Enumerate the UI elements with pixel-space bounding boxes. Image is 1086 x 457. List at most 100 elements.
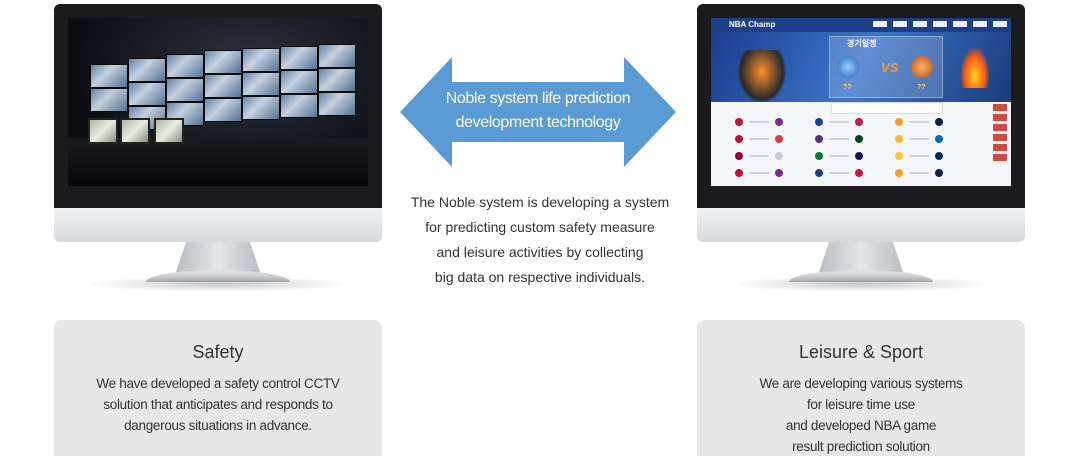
video-tile bbox=[90, 64, 128, 88]
team-logo bbox=[935, 152, 943, 160]
safety-card-line: dangerous situations in advance. bbox=[124, 418, 312, 433]
score-line bbox=[749, 172, 769, 174]
desk-monitor bbox=[154, 118, 184, 144]
desk-monitor bbox=[88, 118, 118, 144]
score-line bbox=[829, 155, 849, 157]
game-row bbox=[725, 167, 985, 180]
monitor-stand bbox=[176, 242, 260, 272]
side-menu-item bbox=[993, 134, 1007, 141]
game-list bbox=[725, 116, 985, 184]
score-line bbox=[829, 172, 849, 174]
monitor-bezel: NBA Champ 경기일정 V bbox=[697, 4, 1025, 208]
team-logo bbox=[735, 169, 743, 177]
score-line bbox=[749, 121, 769, 123]
team-logo bbox=[775, 169, 783, 177]
video-tile bbox=[204, 98, 242, 122]
team-logo bbox=[895, 169, 903, 177]
nba-site: NBA Champ 경기일정 V bbox=[711, 18, 1011, 186]
team-logo bbox=[855, 169, 863, 177]
description-line: for predicting custom safety measure bbox=[425, 219, 655, 235]
double-arrow-icon bbox=[400, 57, 676, 167]
monitor-bezel bbox=[54, 4, 382, 208]
nba-nav-item bbox=[873, 21, 887, 27]
video-tile bbox=[318, 44, 356, 68]
score-line bbox=[749, 138, 769, 140]
team-logo bbox=[935, 118, 943, 126]
team-logo bbox=[855, 135, 863, 143]
team-logo bbox=[815, 118, 823, 126]
side-menu-item bbox=[993, 144, 1007, 151]
video-tile bbox=[166, 78, 204, 102]
unknown-score: ?? bbox=[843, 84, 852, 91]
video-tile bbox=[318, 68, 356, 92]
basketball-player-graphic bbox=[737, 50, 787, 102]
date-selector bbox=[831, 102, 943, 114]
team-logo bbox=[815, 152, 823, 160]
video-tile bbox=[166, 102, 204, 126]
safety-card-line: We have developed a safety control CCTV bbox=[96, 376, 340, 391]
leisure-sport-card: Leisure & Sport We are developing variou… bbox=[697, 320, 1025, 456]
technology-arrow: Noble system life prediction development… bbox=[400, 57, 676, 167]
score-line bbox=[909, 121, 929, 123]
desk-monitor bbox=[120, 118, 150, 144]
nba-site-header: NBA Champ bbox=[711, 18, 1011, 32]
team-logo bbox=[855, 152, 863, 160]
video-wall bbox=[90, 44, 360, 134]
team-logo bbox=[815, 135, 823, 143]
side-menu-item bbox=[993, 124, 1007, 131]
game-row bbox=[725, 133, 985, 146]
monitor-stand bbox=[819, 242, 903, 272]
score-line bbox=[829, 121, 849, 123]
leisure-sport-card-line: We are developing various systems bbox=[759, 376, 963, 391]
video-tile bbox=[204, 74, 242, 98]
monitor-chin bbox=[697, 208, 1025, 242]
side-menu-item bbox=[993, 114, 1007, 121]
monitor-base bbox=[146, 270, 290, 282]
video-tile bbox=[280, 94, 318, 118]
nba-nav-item bbox=[913, 21, 927, 27]
team-logo bbox=[775, 135, 783, 143]
team-logo bbox=[895, 152, 903, 160]
nba-nav-item bbox=[893, 21, 907, 27]
team-logo bbox=[935, 135, 943, 143]
description-line: The Noble system is developing a system bbox=[410, 194, 670, 210]
unknown-score: ?? bbox=[917, 84, 926, 91]
team-logo bbox=[911, 56, 933, 78]
video-tile bbox=[318, 92, 356, 116]
score-line bbox=[909, 138, 929, 140]
nba-side-menu bbox=[993, 104, 1007, 174]
team-logo bbox=[935, 169, 943, 177]
side-menu-item bbox=[993, 154, 1007, 161]
nba-site-title: NBA Champ bbox=[729, 20, 776, 29]
video-tile bbox=[166, 54, 204, 78]
leisure-monitor: NBA Champ 경기일정 V bbox=[697, 4, 1025, 292]
score-line bbox=[909, 172, 929, 174]
nba-nav bbox=[873, 21, 1007, 27]
team-logo bbox=[837, 56, 859, 78]
video-tile bbox=[242, 72, 280, 96]
video-tile bbox=[242, 96, 280, 120]
safety-card-line: solution that anticipates and responds t… bbox=[103, 397, 333, 412]
game-row bbox=[725, 116, 985, 129]
monitor-shadow bbox=[84, 276, 352, 292]
leisure-sport-card-line: for leisure time use bbox=[806, 397, 916, 412]
safety-card: Safety We have developed a safety contro… bbox=[54, 320, 382, 456]
monitor-base bbox=[789, 270, 933, 282]
safety-card-title: Safety bbox=[192, 342, 244, 362]
nba-champ-site-image: NBA Champ 경기일정 V bbox=[711, 18, 1011, 186]
nba-nav-item bbox=[933, 21, 947, 27]
arrow-label-line-2: development technology bbox=[455, 114, 621, 131]
team-logo bbox=[735, 135, 743, 143]
video-tile bbox=[242, 48, 280, 72]
cctv-scene bbox=[68, 18, 368, 186]
team-logo bbox=[735, 152, 743, 160]
video-tile bbox=[280, 70, 318, 94]
center-description: The Noble system is developing a system … bbox=[390, 190, 690, 290]
nba-hero-banner: 경기일정 VS ?? ?? bbox=[711, 32, 1011, 102]
team-logo bbox=[895, 135, 903, 143]
team-logo bbox=[815, 169, 823, 177]
nba-nav-item bbox=[953, 21, 967, 27]
leisure-sport-card-line: and developed NBA game bbox=[785, 418, 937, 433]
team-logo bbox=[775, 118, 783, 126]
team-logo bbox=[895, 118, 903, 126]
